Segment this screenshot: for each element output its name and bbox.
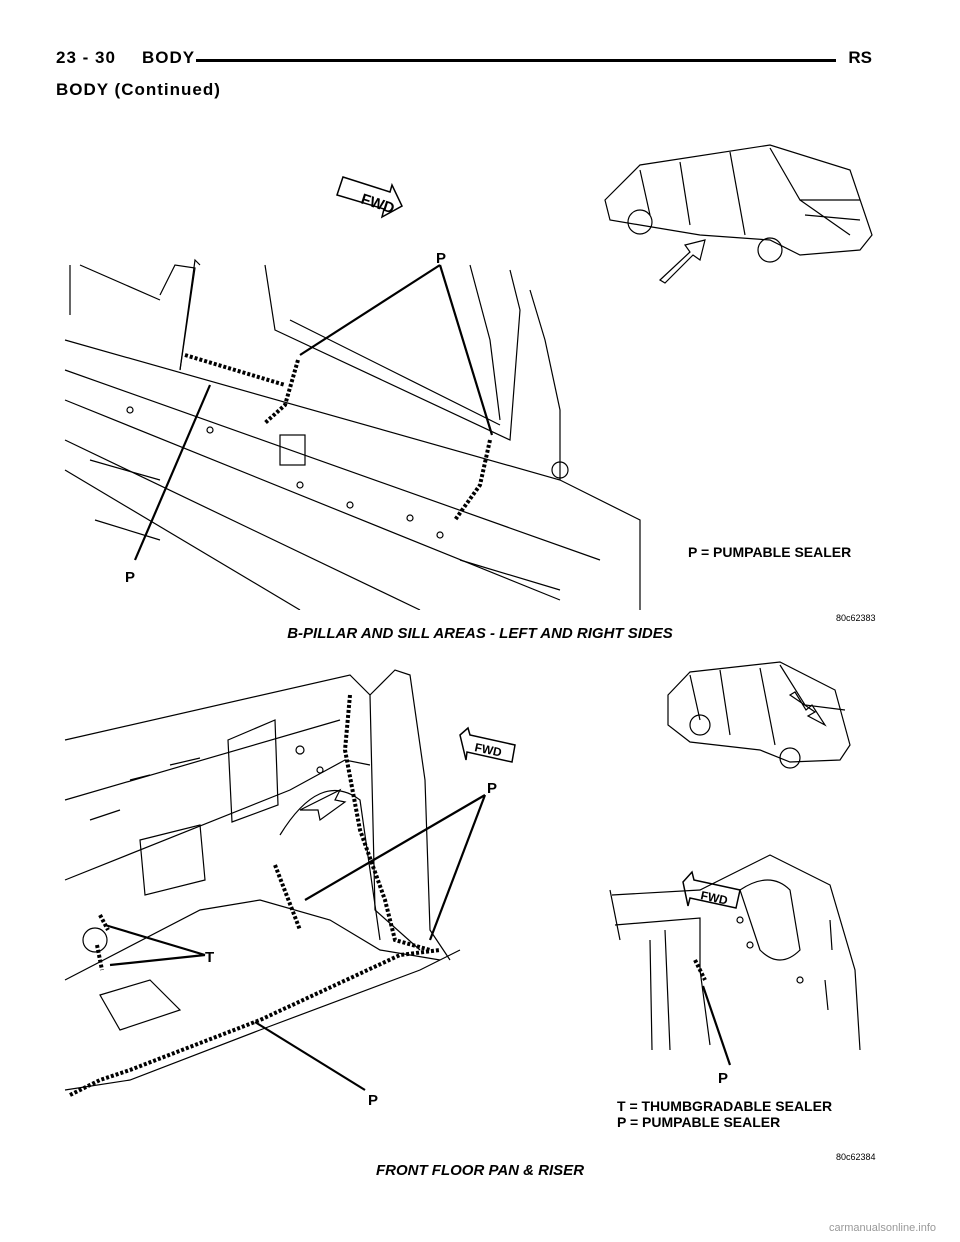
- view-arrow-icon: [659, 239, 706, 284]
- legend-block: T = THUMBGRADABLE SEALER P = PUMPABLE SE…: [617, 1098, 832, 1130]
- subheading: BODY (Continued): [56, 80, 221, 99]
- figure-floor-pan: FWD FWD P T P P T = THUMBGRADABLE SEALER…: [0, 650, 960, 1190]
- legend-thumbgradable: T = THUMBGRADABLE SEALER: [617, 1098, 833, 1114]
- legend-pumpable: P = PUMPABLE SEALER: [617, 1114, 781, 1130]
- view-arrow-icon: [788, 691, 827, 727]
- figure-b-pillar: FWD P P P = PUMPABLE SEALER 80c62383 B-P…: [0, 140, 960, 642]
- callout-t: T: [205, 949, 214, 966]
- fwd-arrow-icon: [336, 176, 403, 219]
- figure-caption: FRONT FLOOR PAN & RISER: [375, 1162, 585, 1179]
- view-arrow-icon: [299, 788, 347, 822]
- fwd-label: FWD: [359, 191, 397, 218]
- callout-p-floor: P: [368, 1092, 378, 1109]
- floor-pan-structure: [64, 669, 461, 1091]
- b-pillar-illustration: FWD P P: [64, 144, 873, 611]
- minivan-thumbnail-icon: [604, 144, 873, 263]
- page-header: 23 - 30 BODY RS: [0, 44, 960, 74]
- callout-p-top: P: [436, 250, 446, 267]
- legend-pumpable: P = PUMPABLE SEALER: [688, 544, 852, 560]
- floor-pan-illustration: FWD FWD P T P P: [64, 661, 861, 1109]
- model-code: RS: [848, 48, 872, 67]
- fwd-arrow-icon: [459, 726, 516, 763]
- figure-number: 80c62384: [836, 1152, 876, 1162]
- callout-p-riser: P: [487, 780, 497, 797]
- page-number: 23 - 30: [56, 48, 116, 67]
- fwd-arrow-icon: [682, 870, 741, 909]
- sealer-bead: [184, 353, 492, 522]
- figure-caption: B-PILLAR AND SILL AREAS - LEFT AND RIGHT…: [287, 625, 673, 642]
- section-title: BODY: [142, 48, 196, 67]
- callout-p-detail: P: [718, 1070, 728, 1087]
- watermark: carmanualsonline.info: [828, 1222, 936, 1234]
- header-rule: [196, 59, 836, 62]
- sill-structure: [64, 258, 641, 611]
- minivan-thumbnail-icon: [667, 661, 851, 769]
- riser-detail: [609, 854, 861, 1051]
- sealer-bead: [69, 694, 707, 1097]
- fwd-label: FWD: [473, 740, 503, 759]
- callout-p-bottom: P: [125, 569, 135, 586]
- fwd-label-detail: FWD: [699, 888, 729, 907]
- figure-number: 80c62383: [836, 613, 876, 623]
